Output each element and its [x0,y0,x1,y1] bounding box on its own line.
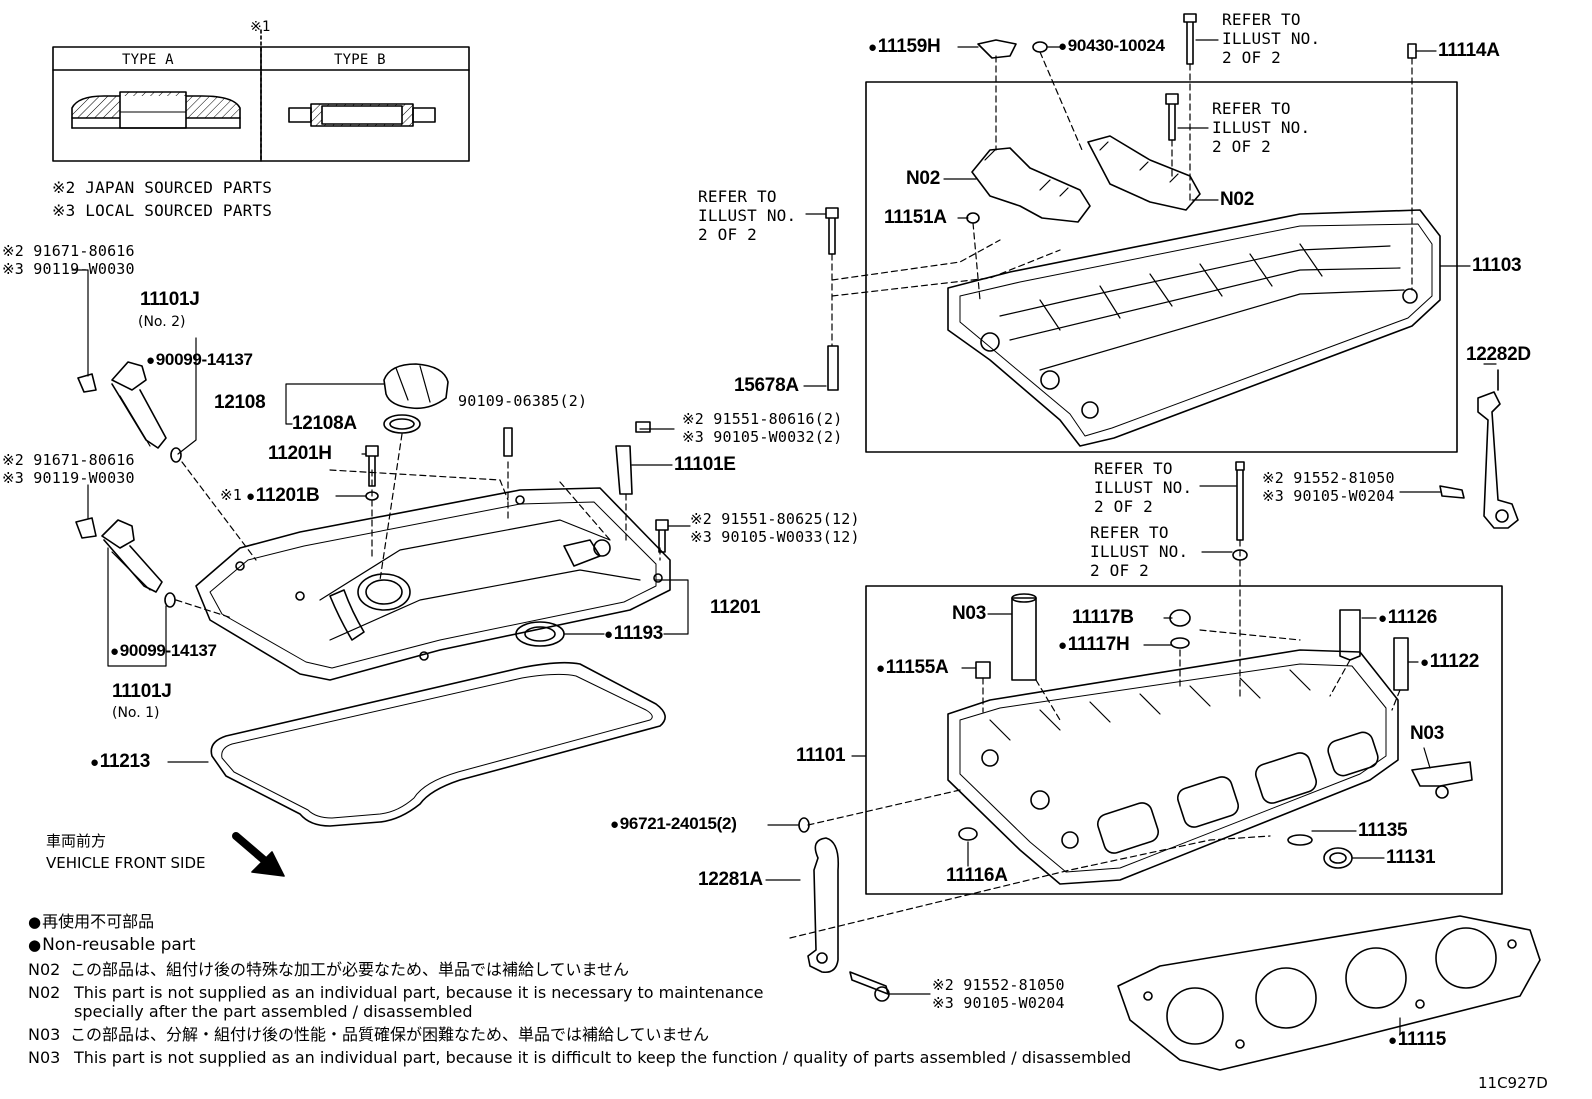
part-11101j-no1-qualifier: (No. 1) [112,705,160,721]
part-n03-right[interactable]: N03 [1410,723,1444,744]
local-sourced-legend: ※3 LOCAL SOURCED PARTS [52,201,273,220]
note-n02-jp: この部品は、組付け後の特殊な加工が必要なため、単品では補給していません [70,960,630,979]
note-n02-en-line2: specially after the part assembled / dis… [74,1002,473,1021]
part-15678a[interactable]: 15678A [734,375,799,396]
part-90119-w0030-lower-local[interactable]: ※3 90119-W0030 [2,469,135,487]
part-12281a[interactable]: 12281A [698,869,763,890]
type-b-label: TYPE B [334,52,386,68]
oil-filler-cap-drawing [383,363,449,434]
bearing-caps-drawing [971,135,1201,223]
cylinder-head-drawing [947,649,1399,885]
type-table [52,29,470,162]
part-90109-06385[interactable]: 90109-06385(2) [458,392,588,410]
part-11131[interactable]: 11131 [1386,847,1436,868]
camshaft-housing-frame [865,81,1458,453]
part-11101j-no2-qualifier: (No. 2) [138,314,186,330]
refer-to-label-3: REFER TO ILLUST NO. 2 OF 2 [698,187,797,244]
part-91551-80625-japan[interactable]: ※2 91551-80625(12) [690,510,860,528]
bracket-12282d-drawing [1439,369,1519,529]
part-12282d[interactable]: 12282D [1466,344,1531,365]
part-11159h[interactable]: 11159H [868,37,941,56]
part-91551-80616-japan[interactable]: ※2 91551-80616(2) [682,410,843,428]
refer-to-label-4: REFER TO ILLUST NO. 2 OF 2 [1094,459,1193,516]
part-n02-right[interactable]: N02 [1220,189,1254,210]
part-90430-10024[interactable]: 90430-10024 [1058,37,1165,54]
head-gasket-drawing [1117,915,1541,1071]
part-12108a[interactable]: 12108A [292,413,357,434]
refer-to-label-5: REFER TO ILLUST NO. 2 OF 2 [1090,523,1189,580]
part-90119-w0030-upper-local[interactable]: ※3 90119-W0030 [2,260,135,278]
part-11126[interactable]: 11126 [1378,608,1438,627]
part-n02-left[interactable]: N02 [906,168,940,189]
part-96721-24015[interactable]: 96721-24015(2) [610,815,737,832]
upper-leader-lines [831,51,1413,701]
cylinder-head-frame [865,585,1503,895]
part-11201h[interactable]: 11201H [268,443,332,464]
part-90099-14137-upper[interactable]: 90099-14137 [146,351,253,368]
note-n02-en-line1: This part is not supplied as an individu… [74,983,764,1002]
part-11101e[interactable]: 11101E [674,454,736,475]
part-11117h[interactable]: 11117H [1058,635,1130,654]
part-12108[interactable]: 12108 [214,392,266,413]
part-11116a[interactable]: 11116A [946,865,1008,886]
part-90105-w0204-lower-local[interactable]: ※3 90105-W0204 [932,994,1065,1012]
part-91552-81050-upper-japan[interactable]: ※2 91552-81050 [1262,469,1395,487]
note-n03-jp: この部品は、分解・組付け後の性能・品質確保が困難なため、単品では補給していません [70,1025,710,1044]
refer-to-label-2: REFER TO ILLUST NO. 2 OF 2 [1212,99,1311,156]
vehicle-front-jp: 車両前方 [46,832,107,850]
ocv-no1-drawing [75,517,176,608]
part-91671-80616-lower-japan[interactable]: ※2 91671-80616 [2,451,135,469]
part-n03-upper[interactable]: N03 [952,603,986,624]
cover-leader-lines [175,433,661,619]
note-n03-code-en: N03 [28,1048,61,1067]
part-11114a[interactable]: 11114A [1438,40,1500,61]
part-11101j-no1[interactable]: 11101J [112,681,172,702]
cover-small-parts [365,421,669,647]
refer-to-label-1: REFER TO ILLUST NO. 2 OF 2 [1222,10,1321,67]
part-11213[interactable]: 11213 [90,752,151,771]
part-11201b-type-marker: ※1 [220,486,242,504]
note-n03-code-jp: N03 [28,1025,61,1044]
part-91552-81050-lower-japan[interactable]: ※2 91552-81050 [932,976,1065,994]
part-90105-w0204-upper-local[interactable]: ※3 90105-W0204 [1262,487,1395,505]
part-11115[interactable]: 11115 [1388,1030,1447,1049]
part-11135[interactable]: 11135 [1358,820,1408,841]
non-reusable-en: Non-reusable part [28,937,195,954]
part-11117b[interactable]: 11117B [1072,607,1134,628]
vehicle-front-arrow-icon [232,832,285,877]
camshaft-housing-drawing [947,209,1441,447]
part-90105-w0032-local[interactable]: ※3 90105-W0032(2) [682,428,843,446]
part-11151a[interactable]: 11151A [884,207,947,228]
note-n03-en: This part is not supplied as an individu… [74,1048,1132,1067]
type-table-marker: ※1 [250,19,271,35]
part-11103[interactable]: 11103 [1472,255,1522,276]
part-11101j-no2[interactable]: 11101J [140,289,200,310]
lower-leader-lines [789,629,1401,939]
part-90105-w0033-local[interactable]: ※3 90105-W0033(12) [690,528,860,546]
vehicle-front-en: VEHICLE FRONT SIDE [46,854,206,872]
non-reusable-jp: 再使用不可部品 [28,914,154,930]
part-90099-14137-lower[interactable]: 90099-14137 [110,642,217,659]
illustration-id: 11C927D [1478,1074,1548,1092]
note-n02-code-jp: N02 [28,960,61,979]
part-11155a[interactable]: 11155A [876,658,949,677]
part-11101[interactable]: 11101 [796,745,846,766]
part-11201b[interactable]: 11201B [246,486,320,505]
label-leaders [71,39,1497,1035]
cover-gasket-drawing [210,661,666,827]
part-91671-80616-upper-japan[interactable]: ※2 91671-80616 [2,242,135,260]
ocv-no2-drawing [77,361,182,463]
part-11201[interactable]: 11201 [710,597,761,618]
japan-sourced-legend: ※2 JAPAN SOURCED PARTS [52,178,273,197]
part-11193[interactable]: 11193 [604,624,664,643]
note-n02-code-en: N02 [28,983,61,1002]
part-11122[interactable]: 11122 [1420,652,1480,671]
type-a-label: TYPE A [122,52,174,68]
cylinder-head-cover-drawing [195,487,671,681]
bracket-12281a-drawing [807,837,890,1002]
